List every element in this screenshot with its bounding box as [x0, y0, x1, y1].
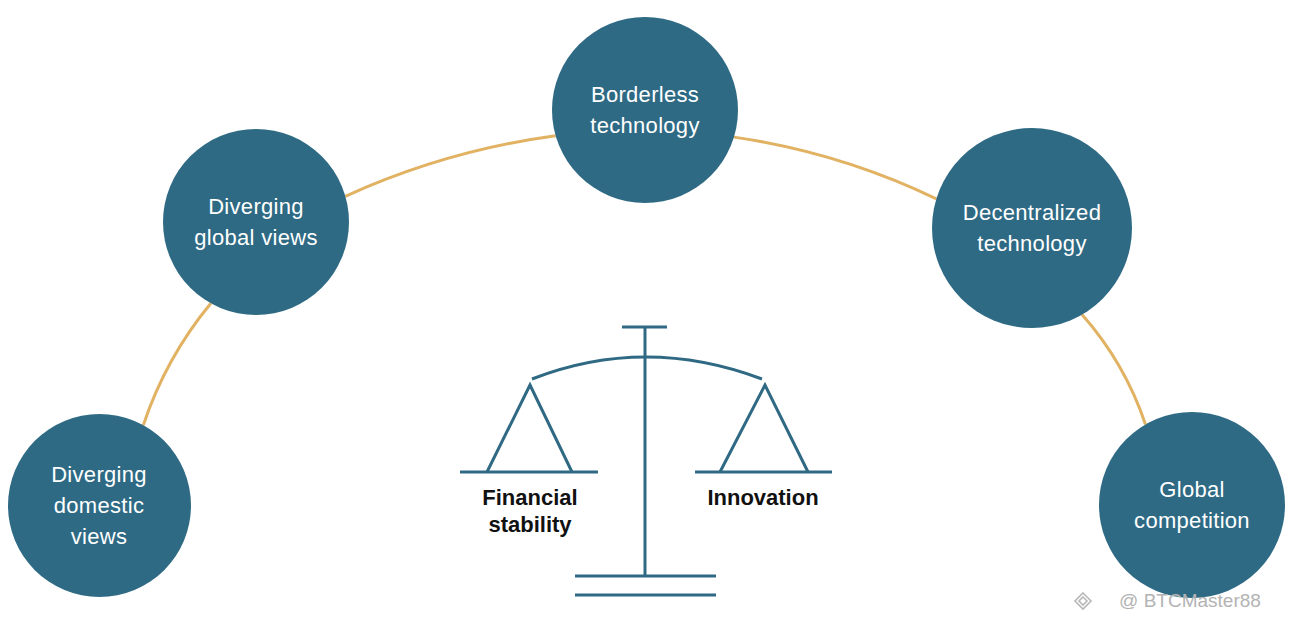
circle-text: Borderless technology [565, 79, 725, 141]
arc-connector [143, 303, 210, 425]
topic-circle: Diverging domestic views [8, 414, 191, 597]
arc-connector [734, 137, 936, 199]
arc-connector [345, 136, 555, 197]
topic-circle: Borderless technology [552, 17, 738, 203]
circle-shape [163, 129, 349, 315]
watermark-logo [1075, 593, 1091, 609]
scale-label: Financial stability [460, 484, 600, 538]
circle-text: Global competition [1112, 474, 1272, 536]
topic-circle: Diverging global views [163, 129, 349, 315]
circle-text: Diverging global views [176, 191, 336, 253]
circle-text: Diverging domestic views [29, 459, 169, 552]
topic-circle: Global competition [1099, 412, 1285, 598]
watermark: @ BTCMaster88 [1095, 589, 1285, 613]
topic-circle: Decentralized technology [932, 128, 1132, 328]
arc-connector [1082, 315, 1145, 425]
circle-text: Decentralized technology [945, 197, 1120, 259]
circle-shape [552, 17, 738, 203]
circle-shape [1099, 412, 1285, 598]
scale-label: Innovation [683, 484, 843, 511]
circle-shape [932, 128, 1132, 328]
